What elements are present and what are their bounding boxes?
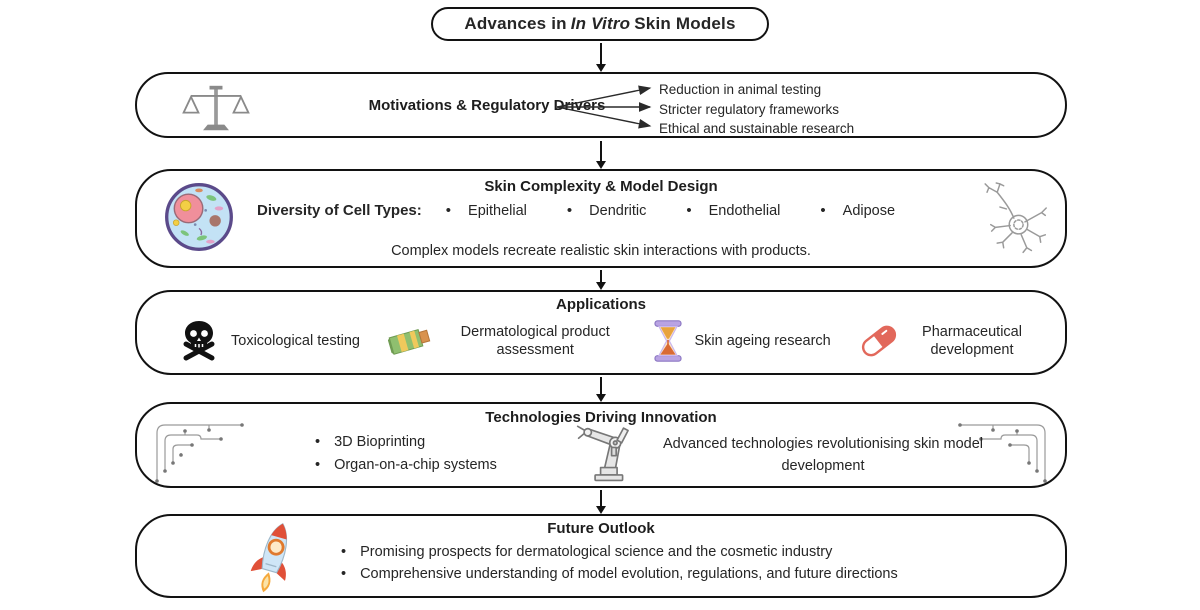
cell-icon — [165, 183, 233, 251]
technologies-note: Advanced technologies revolutionising sk… — [663, 436, 983, 474]
future-heading: Future Outlook — [547, 520, 655, 537]
driver-item: Ethical and sustainable research — [659, 121, 855, 136]
connector-arrow-3 — [595, 270, 606, 290]
section-applications: Applications Toxicological testing — [135, 290, 1067, 375]
circuit-traces-icon — [958, 423, 1047, 483]
technology-item: Organ-on-a-chip systems — [315, 454, 497, 477]
technology-item: 3D Bioprinting — [315, 431, 497, 454]
cell-type-item: Epithelial — [446, 202, 527, 219]
application-label: Skin ageing research — [694, 333, 831, 349]
circuit-traces-icon — [155, 423, 244, 483]
section-skin-complexity: Skin Complexity & Model Design Diversity… — [135, 169, 1067, 268]
fan-arrows — [556, 85, 652, 129]
cell-types-label: Diversity of Cell Types: — [257, 202, 422, 219]
complexity-heading: Skin Complexity & Model Design — [484, 178, 718, 195]
future-bullets: Promising prospects for dermatological s… — [341, 541, 898, 585]
motivations-heading: Motivations & Regulatory Drivers — [368, 96, 606, 114]
application-item: Pharmaceutical development — [859, 321, 1033, 361]
application-label: Toxicological testing — [231, 333, 360, 349]
application-item: Toxicological testing — [179, 320, 360, 362]
title-pre: Advances in — [464, 14, 567, 33]
applications-heading: Applications — [555, 296, 646, 313]
future-item: Promising prospects for dermatological s… — [341, 541, 898, 563]
skull-crossbones-icon — [183, 321, 215, 361]
connector-arrow-2 — [595, 141, 606, 169]
balance-scale-icon — [182, 85, 250, 131]
application-item: Dermatological product assessment — [388, 320, 624, 362]
cell-type-item: Adipose — [820, 202, 895, 219]
driver-item: Reduction in animal testing — [659, 82, 822, 97]
robot-arm-icon — [576, 425, 629, 482]
complexity-note: Complex models recreate realistic skin i… — [391, 243, 811, 259]
neuron-icon — [984, 182, 1047, 254]
rocket-icon — [250, 522, 288, 593]
cream-tube-icon — [388, 328, 431, 355]
capsule-pill-icon — [861, 325, 897, 357]
title-italic: In Vitro — [570, 14, 631, 33]
cell-type-item: Endothelial — [686, 202, 781, 219]
application-label: Pharmaceutical development — [922, 324, 1022, 358]
application-label: Dermatological product assessment — [460, 324, 610, 358]
cell-types-row: Diversity of Cell Types: Epithelial Dend… — [257, 202, 935, 219]
section-technologies: Technologies Driving Innovation 3D Biopr… — [135, 402, 1067, 488]
section-motivations: Motivations & Regulatory Drivers Reducti… — [135, 72, 1067, 138]
connector-arrow-5 — [595, 490, 606, 514]
technologies-heading: Technologies Driving Innovation — [485, 409, 717, 426]
connector-arrow-4 — [595, 377, 606, 402]
title-post: Skin Models — [634, 14, 736, 33]
diagram-title: Advances in In Vitro Skin Models — [431, 7, 769, 41]
driver-item: Stricter regulatory frameworks — [659, 101, 840, 117]
application-item: Skin ageing research — [653, 320, 831, 362]
cell-type-item: Dendritic — [567, 202, 646, 219]
applications-row: Toxicological testing Dermatological pro… — [179, 314, 1033, 368]
hourglass-icon — [653, 320, 682, 362]
driver-list: Reduction in animal testing Stricter reg… — [659, 80, 854, 139]
technologies-bullets: 3D Bioprinting Organ-on-a-chip systems — [315, 431, 497, 477]
section-future-outlook: Future Outlook Promising prospects for d… — [135, 514, 1067, 598]
connector-arrow-1 — [595, 43, 606, 72]
future-item: Comprehensive understanding of model evo… — [341, 563, 898, 585]
